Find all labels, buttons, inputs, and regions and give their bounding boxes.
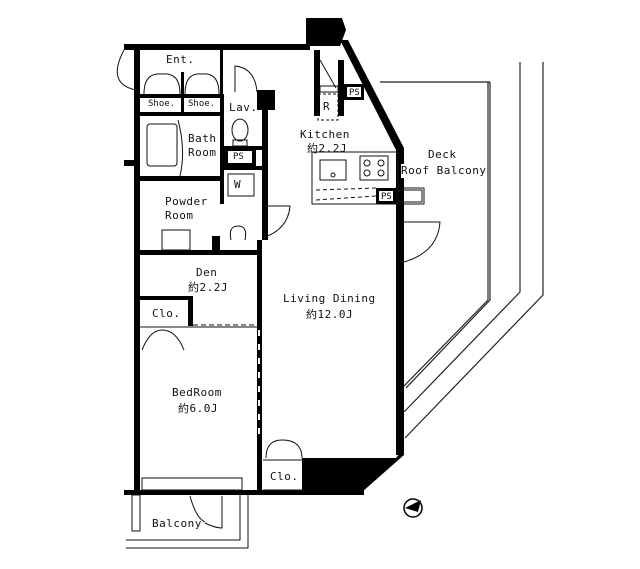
- fixtures: [116, 49, 441, 549]
- room-size-living-dining: 約12.0J: [306, 308, 354, 321]
- room-label-deck: Deck: [428, 148, 457, 161]
- room-label-living-dining: Living Dining: [283, 292, 376, 305]
- fridge-label: R: [323, 100, 331, 113]
- room-label-bedroom: BedRoom: [172, 386, 222, 399]
- room-label-roof-balcony: Roof Balcony: [401, 164, 487, 178]
- room-label-powder: Room: [165, 209, 194, 222]
- washer-label: W: [234, 178, 242, 191]
- room-label-den: Den: [196, 266, 218, 279]
- room-size-kitchen: 約2.2J: [307, 142, 347, 155]
- ps-label: PS: [381, 192, 392, 202]
- room-label-shoe-closet: Shoe.: [148, 99, 176, 109]
- north-arrow-icon: [403, 498, 423, 518]
- room-label-balcony: Balcony: [152, 517, 202, 530]
- room-label-closet: Clo.: [152, 307, 181, 320]
- room-label-kitchen: Kitchen: [300, 128, 350, 141]
- ps-label: PS: [349, 88, 360, 98]
- deck-outline: [380, 62, 544, 439]
- room-label-entrance: Ent.: [166, 53, 195, 66]
- room-size-bedroom: 約6.0J: [178, 402, 218, 415]
- room-label-closet: Clo.: [270, 470, 299, 483]
- room-label-powder: Powder: [165, 195, 208, 208]
- room-size-den: 約2.2J: [188, 281, 228, 294]
- walls: [124, 18, 404, 495]
- room-label-bath: Bath: [188, 132, 217, 145]
- ps-label: PS: [233, 152, 244, 162]
- room-label-lavatory: Lav.: [229, 101, 258, 114]
- room-label-shoe-closet: Shoe.: [188, 99, 216, 109]
- room-label-bath: Room: [188, 146, 217, 159]
